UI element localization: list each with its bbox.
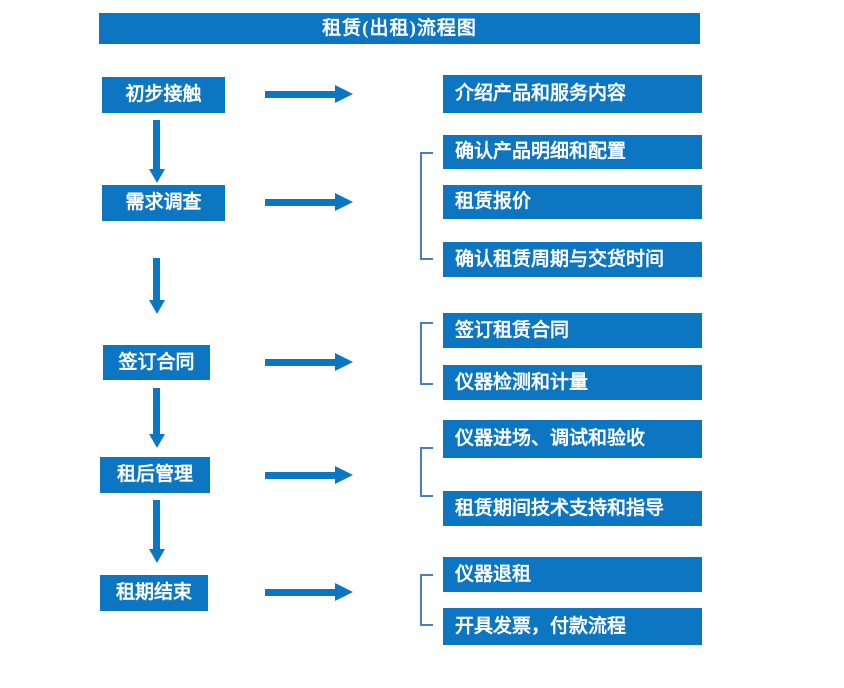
right-arrow-icon [265,466,353,484]
detail-box-introduce-products: 介绍产品和服务内容 [443,75,702,113]
down-arrow-icon [149,388,165,448]
detail-box-instrument-return: 仪器退租 [443,557,702,592]
detail-box-confirm-period-delivery: 确认租赁周期与交货时间 [443,242,702,277]
right-arrow-icon [265,583,353,601]
detail-box-confirm-product-details: 确认产品明细和配置 [443,135,702,169]
detail-box-sign-rental-contract: 签订租赁合同 [443,313,702,348]
step-box-initial-contact: 初步接触 [102,77,225,113]
down-arrow-icon [149,500,165,563]
group-bracket [420,574,433,626]
group-bracket [420,447,433,497]
right-arrow-icon [265,193,353,211]
detail-box-instrument-setup-acceptance: 仪器进场、调试和验收 [443,420,702,458]
detail-box-technical-support: 租赁期间技术支持和指导 [443,491,702,526]
detail-box-instrument-testing: 仪器检测和计量 [443,365,702,400]
flowchart-title: 租赁(出租)流程图 [99,13,700,44]
step-box-rental-end: 租期结束 [100,575,208,611]
group-bracket [420,322,433,385]
down-arrow-icon [149,258,165,314]
step-box-demand-survey: 需求调查 [102,185,225,221]
step-box-post-rental-management: 租后管理 [100,457,210,493]
detail-box-rental-quotation: 租赁报价 [443,185,702,219]
down-arrow-icon [149,120,165,183]
detail-box-invoice-payment: 开具发票，付款流程 [443,608,702,645]
step-box-sign-contract: 签订合同 [103,345,210,380]
group-bracket [420,152,433,260]
right-arrow-icon [265,353,353,371]
right-arrow-icon [265,85,353,103]
